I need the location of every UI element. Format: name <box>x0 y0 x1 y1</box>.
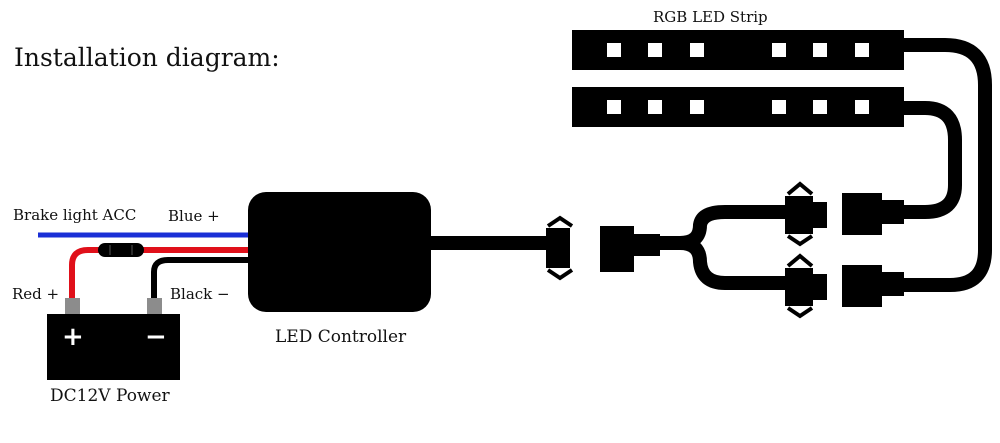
y-split-cable-lower <box>679 236 790 290</box>
strip-bottom-cable <box>900 101 962 219</box>
battery-terminal-positive <box>65 298 80 316</box>
battery-body <box>47 314 180 380</box>
controller-connector-female <box>600 226 660 272</box>
strip-connector-upper-male <box>785 181 827 247</box>
led-controller-box <box>248 192 431 312</box>
controller-label: LED Controller <box>275 327 407 347</box>
strip-top-cable <box>900 38 992 292</box>
led-chips-bottom <box>607 100 869 114</box>
rgb-led-strip-top <box>572 30 904 70</box>
y-split-cable-upper <box>655 205 790 250</box>
strip-connector-upper-female <box>842 193 904 235</box>
battery-terminal-negative <box>147 298 162 316</box>
controller-cables <box>430 205 790 290</box>
inline-fuse <box>98 243 144 257</box>
strip-label: RGB LED Strip <box>653 8 768 26</box>
black-wire <box>151 257 252 298</box>
diagram-title: Installation diagram: <box>14 43 280 72</box>
red-wire <box>69 247 252 298</box>
input-wires <box>38 232 252 298</box>
rgb-led-strip-bottom <box>572 87 904 127</box>
strip-connector-lower-male <box>785 253 827 319</box>
battery-plus-symbol: + <box>62 322 84 352</box>
power-label: DC12V Power <box>50 386 171 406</box>
strip-cables <box>900 38 992 292</box>
brake-light-label: Brake light ACC <box>13 206 136 224</box>
black-wire-label: Black − <box>170 285 230 303</box>
red-wire-label: Red + <box>12 285 59 303</box>
strip-connector-lower-female <box>842 265 904 307</box>
blue-wire-label: Blue + <box>168 207 220 225</box>
led-chips-top <box>607 43 869 57</box>
controller-connector-male <box>546 215 574 281</box>
battery-minus-symbol: − <box>145 322 167 352</box>
battery: + − <box>47 298 180 380</box>
